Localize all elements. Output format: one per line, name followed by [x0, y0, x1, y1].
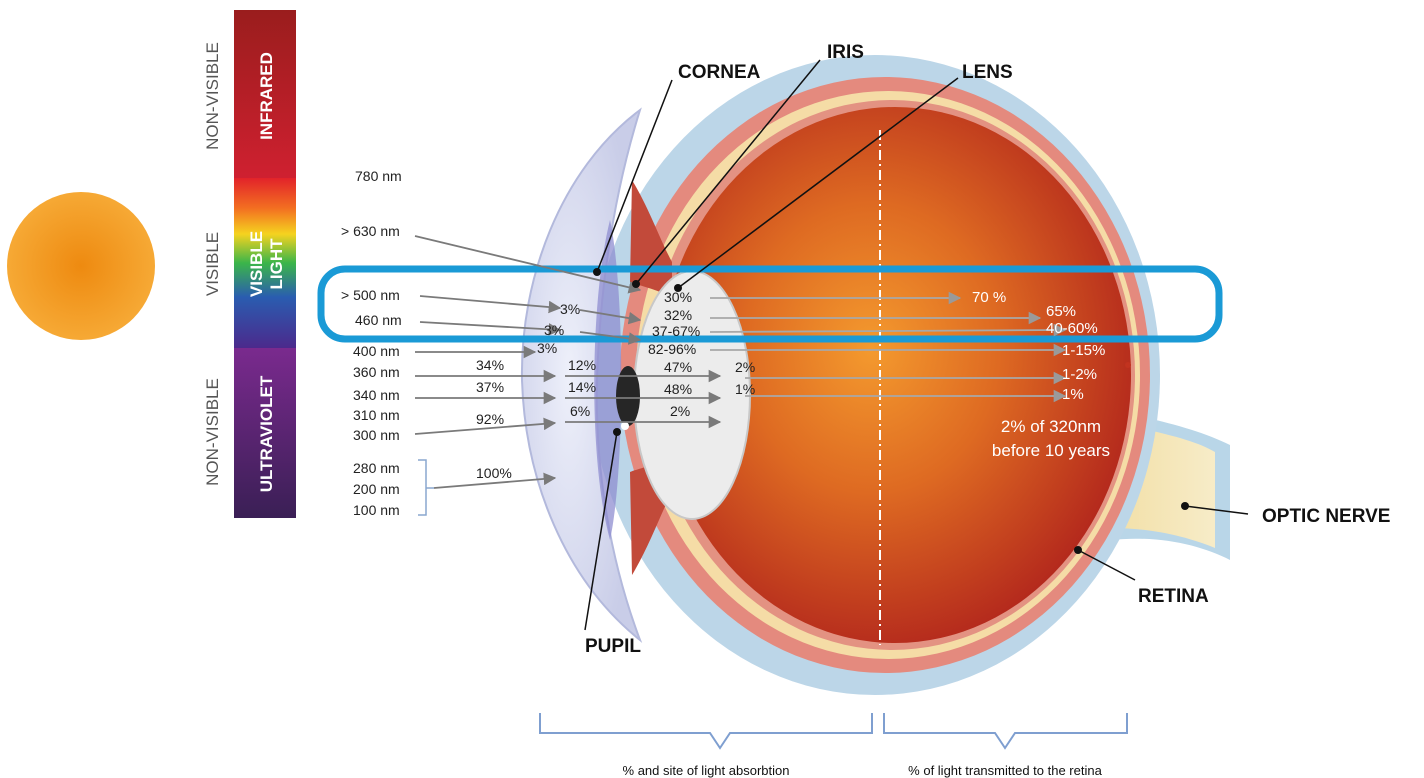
wavelength-780: 780 nm [355, 168, 402, 184]
lens-absorption-360: 47% [664, 359, 692, 375]
retina-label: RETINA [1138, 586, 1209, 607]
cornea-absorption-300: 92% [476, 411, 504, 427]
lens-absorption-400: 37-67% [652, 323, 700, 339]
wavelength-340: 340 nm [353, 387, 400, 403]
side-label-visible: VISIBLE [203, 232, 222, 296]
visible-band [234, 178, 296, 348]
visible-light-label-line2: LIGHT [267, 238, 286, 290]
vitreous-absorption-340: 1% [735, 381, 755, 397]
eye-cross-section [520, 55, 1230, 695]
retina-transmission-340: 1% [1062, 386, 1084, 403]
uv-c-bracket [418, 459, 434, 516]
absorption-caption: % and site of light absorbtion [623, 763, 790, 778]
pupil-label: PUPIL [585, 636, 641, 657]
lens-absorption-380: 82-96% [648, 341, 696, 357]
wavelength-100: 100 nm [353, 502, 400, 518]
lens-absorption-300: 2% [670, 403, 690, 419]
lens-absorption-500: 30% [664, 289, 692, 305]
aqueous-absorption-500: 3% [560, 301, 580, 317]
cornea-label: CORNEA [678, 62, 761, 83]
infrared-band [234, 10, 296, 178]
ultraviolet-label: ULTRAVIOLET [257, 375, 276, 492]
anatomy-leader-dots [593, 268, 1189, 554]
cornea-absorption-360: 34% [476, 357, 504, 373]
wavelength-280: 280 nm [353, 460, 400, 476]
wavelength-460: 460 nm [355, 312, 402, 328]
cornea-absorption-280: 100% [476, 465, 512, 481]
wavelength-310: 310 nm [353, 407, 400, 423]
wavelength-500: > 500 nm [341, 287, 400, 303]
cornea-absorption-340: 37% [476, 379, 504, 395]
optic-nerve-label: OPTIC NERVE [1262, 506, 1390, 527]
iris-label: IRIS [827, 42, 864, 63]
wavelength-360: 360 nm [353, 364, 400, 380]
transmission-bracket [883, 713, 1128, 750]
side-label-non-visible-top: NON-VISIBLE [203, 42, 222, 150]
wavelength-200: 200 nm [353, 481, 400, 497]
aqueous-absorption-460: 3% [544, 322, 564, 338]
aqueous-absorption-340: 14% [568, 379, 596, 395]
retina-transmission-380: 1-15% [1062, 342, 1105, 359]
aqueous-absorption-300: 6% [570, 403, 590, 419]
retina-transmission-500: 70 % [972, 289, 1006, 306]
anatomy-leader-lines [584, 59, 1249, 631]
lens-label: LENS [962, 62, 1013, 83]
transmitted-ray-arrows [709, 291, 1067, 403]
light-ray-arrows [414, 235, 722, 489]
visible-light-highlight [317, 265, 1223, 343]
vitreous-absorption-360: 2% [735, 359, 755, 375]
vitreous-body [659, 107, 1131, 643]
pupil [616, 366, 640, 426]
retina-transmission-400: 40-60% [1046, 320, 1098, 337]
absorption-bracket [539, 713, 873, 750]
retina-transmission-460: 65% [1046, 303, 1076, 320]
wavelength-300: 300 nm [353, 427, 400, 443]
lens-absorption-340: 48% [664, 381, 692, 397]
retina-note-line2: before 10 years [992, 441, 1110, 460]
transmission-caption: % of light transmitted to the retina [908, 763, 1102, 778]
visible-light-label-line1: VISIBLE [247, 231, 266, 297]
aqueous-absorption-400: 3% [537, 340, 557, 356]
aqueous-absorption-360: 12% [568, 357, 596, 373]
infrared-label: INFRARED [257, 52, 276, 140]
wavelength-630: > 630 nm [341, 223, 400, 239]
lens-absorption-460: 32% [664, 307, 692, 323]
spectrum-bar: INFRARED VISIBLE LIGHT ULTRAVIOLET [234, 10, 296, 518]
ultraviolet-band [234, 348, 296, 518]
sun-icon [7, 192, 155, 340]
wavelength-400: 400 nm [353, 343, 400, 359]
retina-transmission-360: 1-2% [1062, 366, 1097, 383]
retina-note-line1: 2% of 320nm [1001, 417, 1101, 436]
side-label-non-visible-bottom: NON-VISIBLE [203, 378, 222, 486]
